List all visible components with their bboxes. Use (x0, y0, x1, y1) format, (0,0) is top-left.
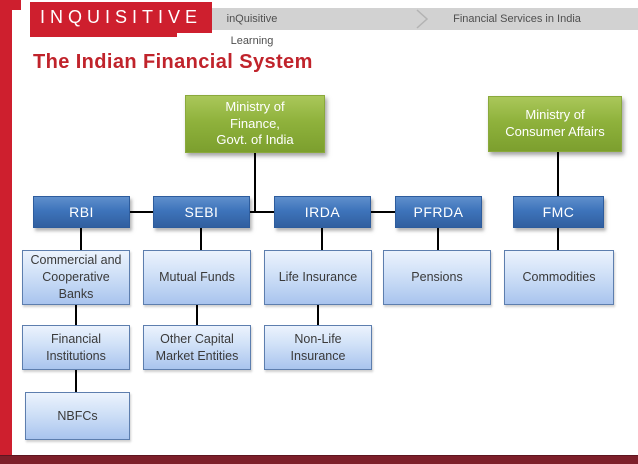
footer-accent-bar (0, 455, 638, 464)
logo-underline (30, 33, 177, 37)
regulator-sebi-box: SEBI (153, 196, 250, 228)
regulator-rbi-box: RBI (33, 196, 130, 228)
connector-line (250, 211, 274, 213)
connector-line (557, 152, 559, 196)
connector-line (75, 305, 77, 325)
left-accent-bar (0, 0, 12, 464)
entity-commodities-box: Commodities (504, 250, 614, 305)
top-left-accent (0, 0, 21, 10)
connector-line (196, 305, 198, 325)
ministry-consumer-affairs-box: Ministry of Consumer Affairs (488, 96, 622, 152)
connector-line (317, 305, 319, 325)
entity-nbfcs-box: NBFCs (25, 392, 130, 440)
entity-life-insurance-box: Life Insurance (264, 250, 372, 305)
connector-line (254, 153, 256, 212)
inquisitive-logo: INQUISITIVE (30, 2, 212, 33)
chevron-right-icon (415, 9, 429, 34)
entity-pensions-box: Pensions (383, 250, 491, 305)
breadcrumb-bar: inQuisitive Learning Financial Services … (212, 8, 638, 47)
ministry-finance-box: Ministry of Finance, Govt. of India (185, 95, 325, 153)
connector-line (321, 228, 323, 250)
regulator-pfrda-box: PFRDA (395, 196, 482, 228)
regulator-fmc-box: FMC (513, 196, 604, 228)
connector-line (80, 228, 82, 250)
connector-line (557, 228, 559, 250)
entity-mutual-funds-box: Mutual Funds (143, 250, 251, 305)
connector-line (130, 211, 153, 213)
entity-other-capital-market-box: Other Capital Market Entities (143, 325, 251, 370)
entity-non-life-insurance-box: Non-Life Insurance (264, 325, 372, 370)
regulator-irda-box: IRDA (274, 196, 371, 228)
entity-financial-institutions-box: Financial Institutions (22, 325, 130, 370)
breadcrumb-course: inQuisitive Learning (226, 13, 278, 47)
connector-line (371, 211, 395, 213)
breadcrumb-topic: Financial Services in India (453, 13, 581, 25)
entity-commercial-cooperative-banks-box: Commercial and Cooperative Banks (22, 250, 130, 305)
connector-line (437, 228, 439, 250)
connector-line (200, 228, 202, 250)
connector-line (75, 370, 77, 392)
page-title: The Indian Financial System (33, 51, 313, 73)
